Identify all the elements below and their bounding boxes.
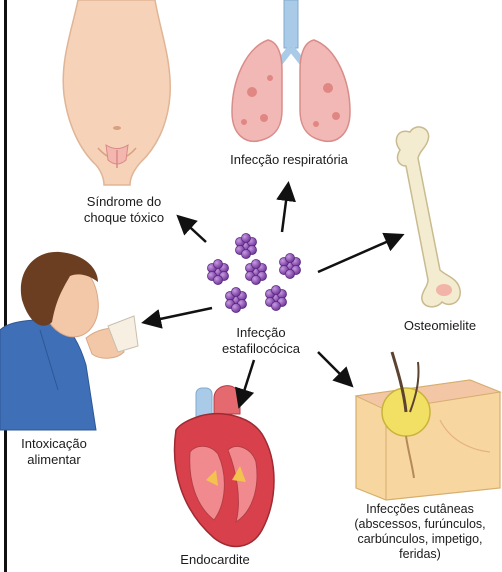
label-endocarditis-line1: Endocardite xyxy=(170,552,260,568)
label-skin-infections: Infecções cutâneas (abscessos, furúnculo… xyxy=(340,502,500,562)
coccus-cluster xyxy=(245,259,266,284)
label-toxic-shock-line1: Síndrome do xyxy=(76,194,172,210)
coccus-cluster xyxy=(235,233,256,258)
coccus-cell xyxy=(213,259,222,268)
coccus-cell xyxy=(271,285,280,294)
label-toxic-shock: Síndrome do choque tóxico xyxy=(76,194,172,226)
label-food-poisoning-line2: alimentar xyxy=(0,452,108,468)
lungs-illustration xyxy=(232,0,350,141)
coccus-cluster xyxy=(207,259,228,284)
skin-cross-section-illustration xyxy=(356,352,500,500)
coccus-cluster xyxy=(225,287,246,312)
coccus-cell xyxy=(251,275,260,284)
arrow-to-osteomyelitis xyxy=(318,236,400,272)
label-staph-infection-line2: estafilocócica xyxy=(206,341,316,357)
coccus-cell xyxy=(241,249,250,258)
label-osteomyelitis: Osteomielite xyxy=(396,318,484,334)
label-food-poisoning: Intoxicação alimentar xyxy=(0,436,108,468)
coccus-cell xyxy=(241,233,250,242)
label-respiratory: Infecção respiratória xyxy=(214,152,364,168)
label-skin-infections-line1: Infecções cutâneas xyxy=(340,502,500,517)
bone-illustration xyxy=(396,127,460,307)
label-staph-infection: Infecção estafilocócica xyxy=(206,325,316,357)
coccus-cell xyxy=(251,259,260,268)
coccus-cell xyxy=(271,301,280,310)
coccus-cell xyxy=(213,275,222,284)
staphylococcus-clusters xyxy=(207,233,300,312)
label-skin-infections-line2: (abscessos, furúnculos, xyxy=(340,517,500,532)
arrow-to-toxic-shock xyxy=(180,218,206,242)
arrow-to-respiratory xyxy=(282,186,288,232)
label-endocarditis: Endocardite xyxy=(170,552,260,568)
label-osteomyelitis-line1: Osteomielite xyxy=(396,318,484,334)
coccus-cell xyxy=(285,269,294,278)
label-skin-infections-line4: feridas) xyxy=(340,547,500,562)
arrow-to-skin-infections xyxy=(318,352,350,384)
label-food-poisoning-line1: Intoxicação xyxy=(0,436,108,452)
coccus-cluster xyxy=(279,253,300,278)
label-staph-infection-line1: Infecção xyxy=(206,325,316,341)
label-skin-infections-line3: carbúnculos, impetigo, xyxy=(340,532,500,547)
heart-illustration xyxy=(175,386,274,547)
woman-eating-illustration xyxy=(0,252,138,430)
label-toxic-shock-line2: choque tóxico xyxy=(76,210,172,226)
coccus-cell xyxy=(231,303,240,312)
arrow-to-endocarditis xyxy=(240,360,254,404)
coccus-cell xyxy=(231,287,240,296)
coccus-cluster xyxy=(265,285,286,310)
coccus-cell xyxy=(285,253,294,262)
female-torso-illustration xyxy=(63,0,170,185)
label-respiratory-line1: Infecção respiratória xyxy=(214,152,364,168)
arrow-to-food-poisoning xyxy=(146,308,212,322)
